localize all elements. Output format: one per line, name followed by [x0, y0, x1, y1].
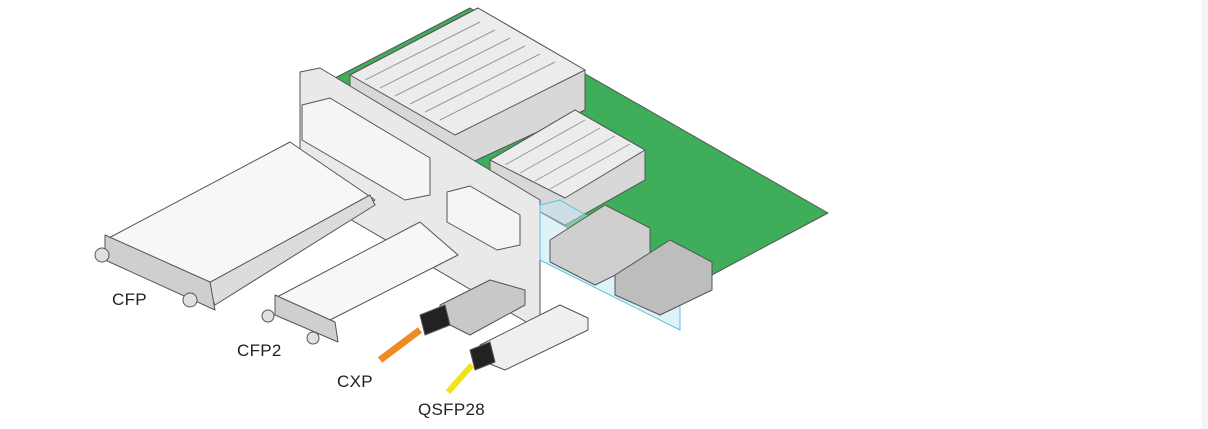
qsfp-connector [614, 239, 713, 316]
label-cfp: CFP [112, 290, 147, 309]
qsfp28-module [445, 304, 589, 394]
cfp2-cage [446, 185, 521, 251]
cfp-cage [301, 97, 431, 201]
heatsink-fins [364, 21, 556, 121]
cfp2-module [261, 221, 459, 345]
label-cxp: CXP [337, 372, 373, 391]
right-edge [1202, 0, 1208, 429]
label-qsfp28: QSFP28 [418, 400, 485, 419]
label-cfp2: CFP2 [237, 341, 282, 360]
cxp-module [377, 279, 526, 363]
cfp-module [94, 141, 376, 311]
heatsink-small-fins [504, 119, 631, 190]
